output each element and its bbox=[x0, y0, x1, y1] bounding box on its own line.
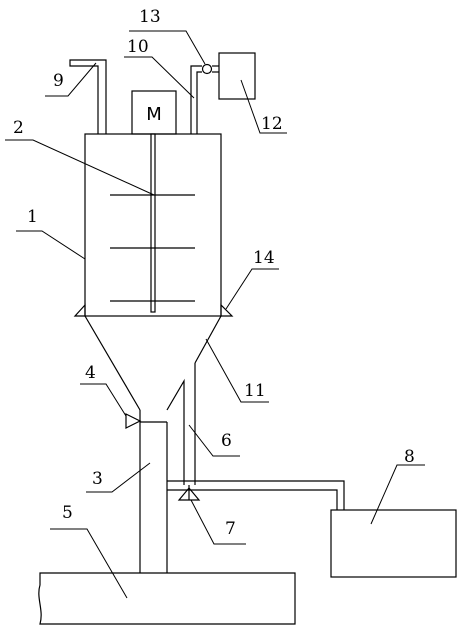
transfer-pipe bbox=[167, 480, 345, 510]
feed-pipe bbox=[190, 65, 219, 134]
callout-5: 5 bbox=[62, 503, 73, 523]
small-valve bbox=[177, 485, 201, 501]
callout-1: 1 bbox=[27, 207, 38, 227]
inner-pipe bbox=[166, 378, 185, 485]
callout-6: 6 bbox=[221, 431, 232, 451]
vent-pipe bbox=[69, 59, 107, 134]
base-platform bbox=[38, 572, 296, 625]
motor-label: M bbox=[146, 104, 162, 125]
callout-labels: 1 2 3 4 5 6 7 8 9 10 11 12 13 14 bbox=[13, 7, 415, 539]
callout-9: 9 bbox=[53, 71, 64, 91]
collection-box bbox=[330, 509, 457, 578]
callout-12: 12 bbox=[261, 114, 283, 134]
motor: M bbox=[131, 90, 177, 135]
callout-7: 7 bbox=[225, 519, 236, 539]
callout-14: 14 bbox=[253, 248, 275, 268]
callout-13: 13 bbox=[139, 7, 161, 27]
callout-2: 2 bbox=[13, 118, 24, 138]
storage-tank bbox=[218, 52, 256, 100]
callout-8: 8 bbox=[404, 447, 415, 467]
outlet-valve bbox=[125, 413, 142, 429]
leader-lines bbox=[5, 30, 425, 599]
valve bbox=[201, 63, 213, 75]
discharge-column bbox=[139, 410, 168, 573]
support-bracket-left bbox=[73, 303, 86, 317]
agitator bbox=[110, 133, 195, 313]
callout-10: 10 bbox=[127, 37, 149, 57]
support-bracket-right bbox=[220, 303, 234, 317]
conical-hopper bbox=[84, 315, 222, 411]
callout-4: 4 bbox=[85, 363, 96, 383]
callout-11: 11 bbox=[244, 381, 266, 401]
callout-3: 3 bbox=[92, 469, 103, 489]
